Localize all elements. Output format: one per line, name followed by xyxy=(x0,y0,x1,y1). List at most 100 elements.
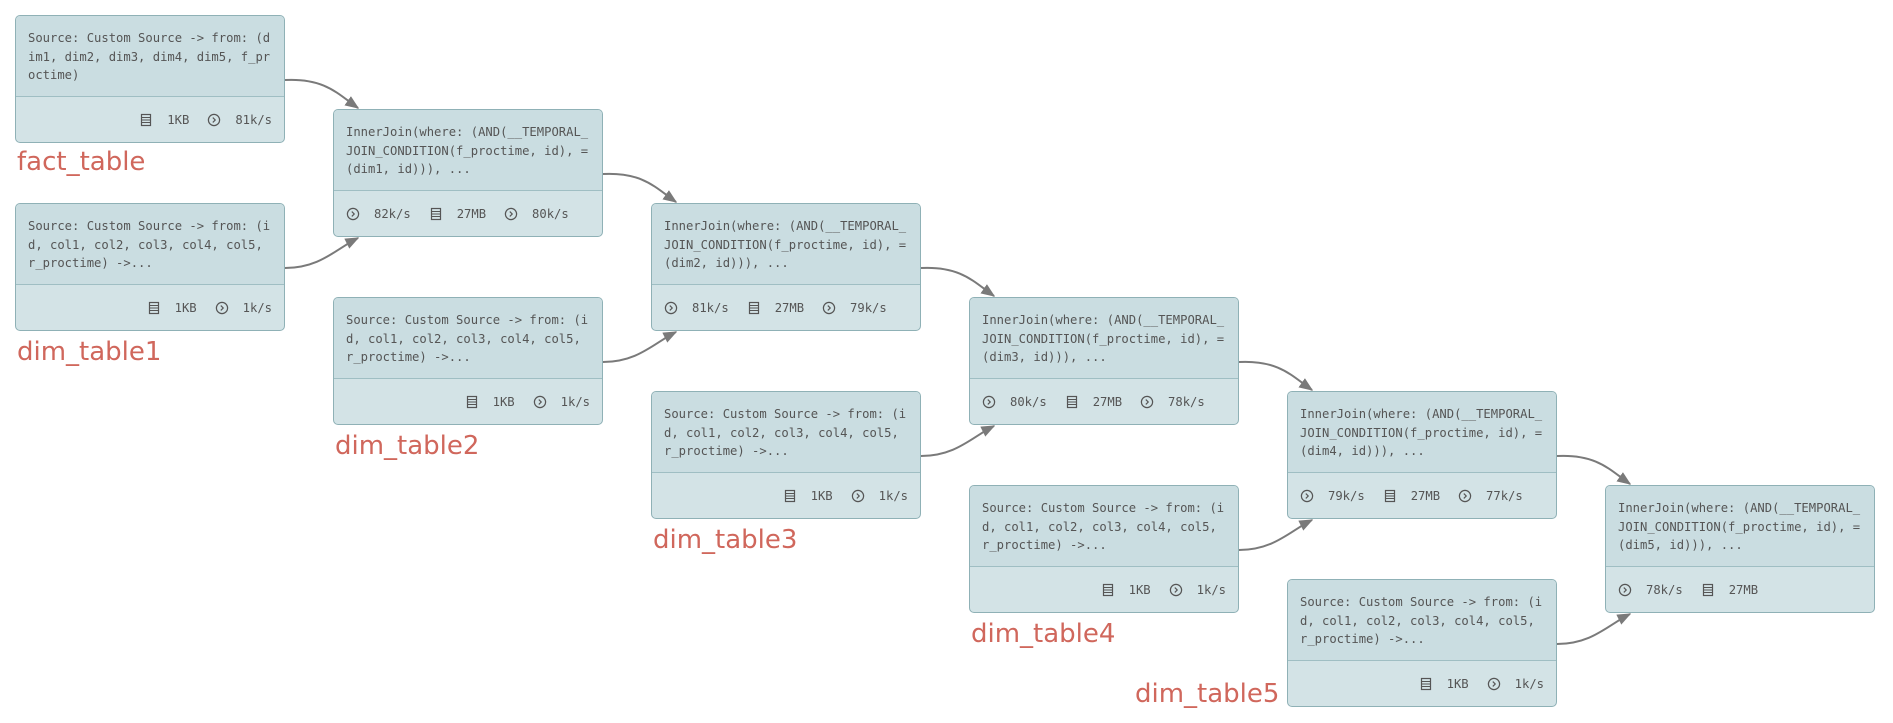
storage-icon xyxy=(139,113,167,127)
metric-value: 27MB xyxy=(1410,489,1441,503)
node-metrics: 1KB 1k/s xyxy=(652,473,920,518)
metric-value: 79k/s xyxy=(850,301,887,315)
storage-icon xyxy=(465,395,493,409)
node-metrics: 1KB 81k/s xyxy=(16,97,284,142)
metric-value: 77k/s xyxy=(1486,489,1523,503)
source-label-src_fact: fact_table xyxy=(17,147,146,177)
join-node-join2[interactable]: InnerJoin(where: (AND(__TEMPORAL_JOIN_CO… xyxy=(651,203,921,331)
throughput-icon xyxy=(533,395,561,409)
throughput-icon xyxy=(851,489,879,503)
metric-value: 82k/s xyxy=(374,207,411,221)
metric: 80k/s xyxy=(504,207,569,221)
metric: 27MB xyxy=(1701,583,1758,597)
storage-icon xyxy=(1383,489,1411,503)
join-node-join5[interactable]: InnerJoin(where: (AND(__TEMPORAL_JOIN_CO… xyxy=(1605,485,1875,613)
throughput-icon xyxy=(1140,395,1168,409)
metric-value: 1KB xyxy=(492,395,515,409)
throughput-icon xyxy=(215,301,243,315)
metric-value: 1k/s xyxy=(1196,583,1226,597)
edge-join2-to-join3 xyxy=(920,266,996,297)
throughput-icon xyxy=(1300,489,1328,503)
metric-value: 1k/s xyxy=(242,301,272,315)
metric: 27MB xyxy=(1383,489,1440,503)
source-node-src_fact[interactable]: Source: Custom Source -> from: (dim1, di… xyxy=(15,15,285,143)
metric: 1k/s xyxy=(533,395,590,409)
node-description: InnerJoin(where: (AND(__TEMPORAL_JOIN_CO… xyxy=(970,298,1238,379)
edge-src_dim4-to-join4 xyxy=(1238,519,1314,551)
metric-value: 1k/s xyxy=(878,489,908,503)
metric: 1k/s xyxy=(851,489,908,503)
metric: 27MB xyxy=(747,301,804,315)
storage-icon xyxy=(1101,583,1129,597)
storage-icon xyxy=(1701,583,1729,597)
metric: 1k/s xyxy=(1487,677,1544,691)
node-metrics: 1KB 1k/s xyxy=(1288,661,1556,706)
node-metrics: 1KB 1k/s xyxy=(970,567,1238,612)
metric: 1KB xyxy=(465,395,515,409)
metric: 81k/s xyxy=(664,301,729,315)
node-description: Source: Custom Source -> from: (id, col1… xyxy=(16,204,284,285)
storage-icon xyxy=(783,489,811,503)
metric-value: 1KB xyxy=(810,489,833,503)
source-node-src_dim1[interactable]: Source: Custom Source -> from: (id, col1… xyxy=(15,203,285,331)
source-label-src_dim5: dim_table5 xyxy=(1135,679,1280,709)
metric: 1KB xyxy=(139,113,189,127)
node-metrics: 79k/s 27MB 77k/s xyxy=(1288,473,1556,518)
join-node-join4[interactable]: InnerJoin(where: (AND(__TEMPORAL_JOIN_CO… xyxy=(1287,391,1557,519)
storage-icon xyxy=(147,301,175,315)
metric-value: 78k/s xyxy=(1168,395,1205,409)
node-description: InnerJoin(where: (AND(__TEMPORAL_JOIN_CO… xyxy=(1288,392,1556,473)
metric-value: 78k/s xyxy=(1646,583,1683,597)
throughput-icon xyxy=(504,207,532,221)
metric: 78k/s xyxy=(1618,583,1683,597)
metric: 77k/s xyxy=(1458,489,1523,503)
node-description: InnerJoin(where: (AND(__TEMPORAL_JOIN_CO… xyxy=(652,204,920,285)
node-metrics: 1KB 1k/s xyxy=(334,379,602,424)
metric: 1k/s xyxy=(1169,583,1226,597)
metric: 79k/s xyxy=(822,301,887,315)
throughput-icon xyxy=(664,301,692,315)
metric: 1KB xyxy=(1101,583,1151,597)
metric: 1KB xyxy=(783,489,833,503)
metric: 1KB xyxy=(1419,677,1469,691)
metric: 81k/s xyxy=(207,113,272,127)
edge-join3-to-join4 xyxy=(1238,360,1314,391)
node-description: Source: Custom Source -> from: (dim1, di… xyxy=(16,16,284,97)
join-node-join3[interactable]: InnerJoin(where: (AND(__TEMPORAL_JOIN_CO… xyxy=(969,297,1239,425)
metric: 1KB xyxy=(147,301,197,315)
metric-value: 1KB xyxy=(174,301,197,315)
metric: 79k/s xyxy=(1300,489,1365,503)
join-node-join1[interactable]: InnerJoin(where: (AND(__TEMPORAL_JOIN_CO… xyxy=(333,109,603,237)
metric-value: 80k/s xyxy=(1010,395,1047,409)
storage-icon xyxy=(1419,677,1447,691)
metric-value: 1k/s xyxy=(1514,677,1544,691)
node-description: InnerJoin(where: (AND(__TEMPORAL_JOIN_CO… xyxy=(334,110,602,191)
source-node-src_dim2[interactable]: Source: Custom Source -> from: (id, col1… xyxy=(333,297,603,425)
metric: 1k/s xyxy=(215,301,272,315)
metric-value: 1KB xyxy=(1446,677,1469,691)
source-label-src_dim3: dim_table3 xyxy=(653,525,798,555)
source-node-src_dim4[interactable]: Source: Custom Source -> from: (id, col1… xyxy=(969,485,1239,613)
source-label-src_dim1: dim_table1 xyxy=(17,337,162,367)
metric-value: 27MB xyxy=(774,301,805,315)
node-description: Source: Custom Source -> from: (id, col1… xyxy=(652,392,920,473)
node-metrics: 78k/s 27MB xyxy=(1606,567,1874,612)
edge-src_dim3-to-join3 xyxy=(920,425,996,457)
node-metrics: 1KB 1k/s xyxy=(16,285,284,330)
throughput-icon xyxy=(1487,677,1515,691)
metric-value: 1k/s xyxy=(560,395,590,409)
source-label-src_dim2: dim_table2 xyxy=(335,431,480,461)
source-node-src_dim3[interactable]: Source: Custom Source -> from: (id, col1… xyxy=(651,391,921,519)
edge-src_fact-to-join1 xyxy=(284,78,360,109)
metric-value: 81k/s xyxy=(235,113,272,127)
edge-join1-to-join2 xyxy=(602,172,678,203)
node-description: Source: Custom Source -> from: (id, col1… xyxy=(334,298,602,379)
throughput-icon xyxy=(346,207,374,221)
source-node-src_dim5[interactable]: Source: Custom Source -> from: (id, col1… xyxy=(1287,579,1557,707)
node-metrics: 81k/s 27MB 79k/s xyxy=(652,285,920,330)
metric: 80k/s xyxy=(982,395,1047,409)
edge-src_dim2-to-join2 xyxy=(602,331,678,363)
edge-src_dim5-to-join5 xyxy=(1556,613,1632,645)
